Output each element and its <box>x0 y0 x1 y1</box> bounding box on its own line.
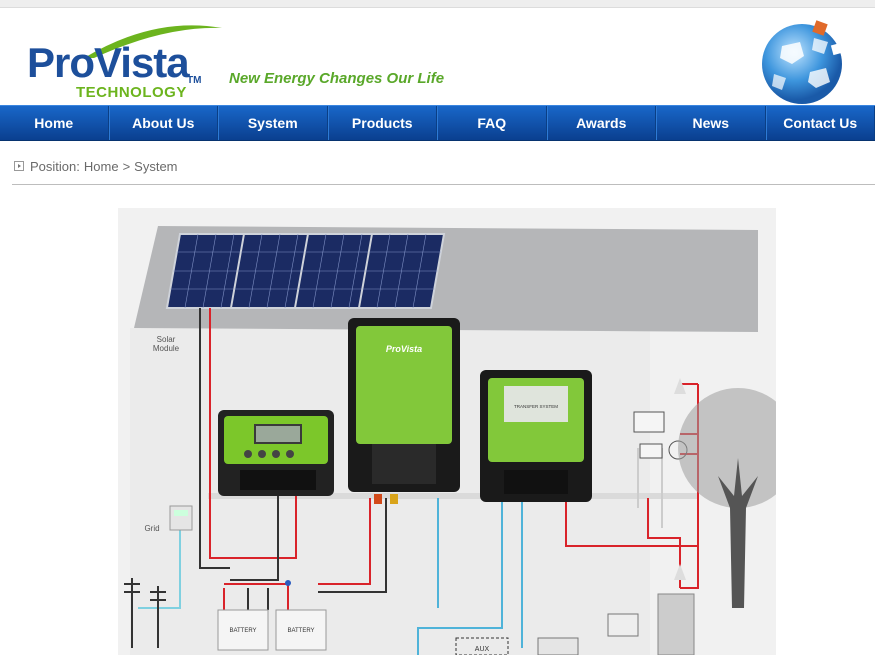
puzzle-globe-icon <box>762 20 844 104</box>
breadcrumb-current[interactable]: System <box>134 158 178 174</box>
breadcrumb: Position: Home > System <box>14 157 178 175</box>
nav-home[interactable]: Home <box>0 106 109 140</box>
aux-box: AUX <box>455 637 509 655</box>
tree-illustration <box>678 388 776 608</box>
nav-products[interactable]: Products <box>327 106 437 140</box>
inverter-unit: ProVista <box>348 318 460 504</box>
breadcrumb-home-link[interactable]: Home <box>83 158 119 174</box>
nav-contact-us[interactable]: Contact Us <box>765 106 875 140</box>
logo-swoosh-icon <box>84 25 222 58</box>
nav-system[interactable]: System <box>218 106 328 140</box>
nav-about-us[interactable]: About Us <box>108 106 218 140</box>
site-header: ProVista TM TECHNOLOGY New Energy Change… <box>0 8 875 105</box>
main-nav: Home About Us System Products FAQ Awards… <box>0 105 875 141</box>
provista-logo[interactable]: ProVista TM TECHNOLOGY <box>24 22 224 102</box>
logo-wordmark: ProVista <box>27 39 190 86</box>
charge-controller <box>218 410 334 496</box>
grid-meter <box>169 505 193 531</box>
inverter-logo: ProVista <box>386 344 422 354</box>
transfer-switch-unit: TRANSFER SYSTEM <box>480 370 592 502</box>
breadcrumb-separator: > <box>122 158 131 174</box>
slogan: New Energy Changes Our Life <box>229 70 445 87</box>
grid-label: Grid <box>144 524 159 533</box>
logo-trademark: TM <box>187 75 202 86</box>
transfer-label: TRANSFER SYSTEM <box>514 404 558 409</box>
utility-poles <box>124 578 166 648</box>
appliances <box>537 378 695 655</box>
breadcrumb-divider <box>12 184 875 185</box>
logo-subtitle: TECHNOLOGY <box>76 84 187 101</box>
solar-module-label-2: Module <box>153 344 180 353</box>
battery-label-2: BATTERY <box>287 628 314 634</box>
breadcrumb-arrow-icon <box>14 161 24 171</box>
breadcrumb-prefix: Position: <box>30 158 80 174</box>
solar-system-diagram: Solar Module Grid ProVista <box>118 208 776 655</box>
top-border <box>0 0 875 8</box>
nav-awards[interactable]: Awards <box>546 106 656 140</box>
nav-news[interactable]: News <box>656 106 766 140</box>
solar-module-label: Solar <box>157 335 176 344</box>
solar-panels <box>165 233 446 309</box>
battery-bank: BATTERY BATTERY <box>217 609 327 651</box>
nav-faq[interactable]: FAQ <box>437 106 547 140</box>
battery-label-1: BATTERY <box>229 628 256 634</box>
aux-label: AUX <box>475 646 490 653</box>
